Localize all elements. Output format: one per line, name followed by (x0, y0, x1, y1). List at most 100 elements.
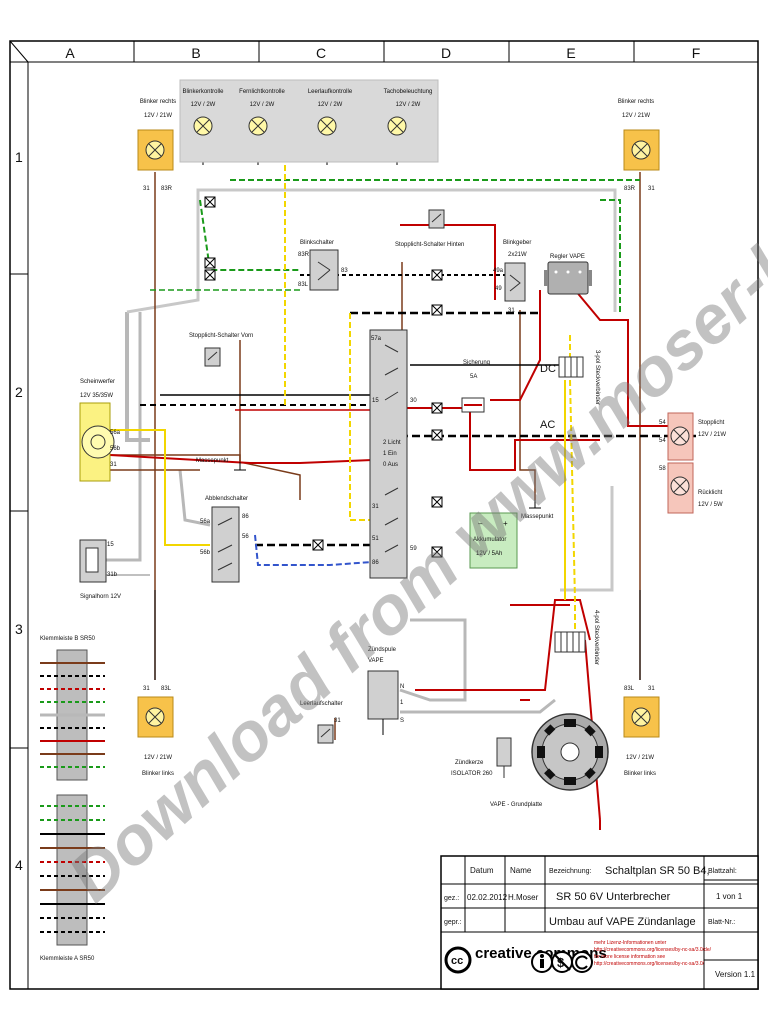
svg-text:54: 54 (659, 420, 666, 426)
klemmleiste-b: Klemmleiste B SR50 (40, 636, 105, 781)
signalhorn: Signalhorn 12V 15 31b (79, 539, 121, 600)
svg-text:Blinker links: Blinker links (142, 771, 174, 777)
svg-text:Leerlaufschalter: Leerlaufschalter (300, 701, 343, 707)
svg-text:DC: DC (540, 363, 556, 375)
blattnr-label: Blatt-Nr.: (708, 919, 735, 926)
gez-name: H.Moser (508, 893, 539, 902)
svg-text:83L: 83L (298, 282, 309, 288)
svg-text:Abblendschalter: Abblendschalter (205, 496, 248, 502)
svg-text:31: 31 (334, 718, 341, 724)
svg-text:31: 31 (110, 462, 117, 468)
massepunkt-right: Massepunkt (521, 500, 554, 520)
row-labels: 1 2 3 4 (15, 149, 23, 873)
svg-text:83: 83 (341, 268, 348, 274)
title-line-1: Schaltplan SR 50 B4, (605, 865, 710, 877)
stopplicht-schalter-vorn: Stopplicht-Schalter Vorn (189, 333, 253, 367)
svg-text:49a: 49a (493, 268, 504, 274)
row-label: 1 (15, 149, 23, 165)
svg-text:12V / 21W: 12V / 21W (144, 113, 172, 119)
column-label: F (692, 45, 701, 61)
svg-text:12V / 2W: 12V / 2W (250, 102, 275, 108)
svg-text:Blinkgeber: Blinkgeber (503, 240, 531, 246)
title-line-3: Umbau auf VAPE Zündanlage (549, 916, 696, 928)
abblendschalter: Abblendschalter 56a 56b 56 86 (200, 496, 249, 583)
svg-text:$: $ (557, 955, 565, 970)
wire-connectors (204, 196, 443, 558)
column-label: D (441, 45, 451, 61)
leerlaufschalter: Leerlaufschalter 31 (300, 701, 343, 744)
svg-text:Rücklicht: Rücklicht (698, 490, 723, 496)
svg-text:58: 58 (659, 466, 666, 472)
svg-text:Blinker links: Blinker links (624, 771, 656, 777)
blinker-rechts-left: Blinker rechts 12V / 21W 31 83R (137, 99, 176, 192)
ruecklicht-lamp: 58 Rücklicht 12V / 5W (659, 462, 723, 514)
svg-text:Stopplicht-Schalter Vorn: Stopplicht-Schalter Vorn (189, 333, 253, 339)
svg-text:1: 1 (400, 700, 404, 706)
stopplicht-schalter-hinten: Stopplicht-Schalter Hinten (395, 209, 464, 248)
cc-nc-icon: $ (551, 951, 573, 973)
svg-text:12V / 21W: 12V / 21W (698, 432, 726, 438)
svg-text:83R: 83R (624, 186, 636, 192)
stopplicht-lamp: 54 54 Stopplicht 12V / 21W (659, 412, 726, 461)
svg-text:http://creativecommons.org/lic: http://creativecommons.org/licenses/by-n… (594, 961, 705, 967)
svg-text:31: 31 (143, 686, 150, 692)
svg-text:31b: 31b (107, 572, 118, 578)
gepr-label: gepr.: (444, 919, 462, 926)
svg-text:12V / 21W: 12V / 21W (622, 113, 650, 119)
panel-lamp-fernlichtkontrolle: Fernlichtkontrolle 12V / 2W (239, 89, 286, 136)
svg-text:Blinker rechts: Blinker rechts (618, 99, 654, 105)
svg-text:Leerlaufkontrolle: Leerlaufkontrolle (308, 89, 353, 95)
svg-text:0 Aus: 0 Aus (383, 462, 398, 468)
blinker-rechts-right: Blinker rechts 12V / 21W 83R 31 (618, 99, 660, 192)
svg-text:56b: 56b (200, 550, 211, 556)
vape-grundplatte: VAPE - Grundplatte (490, 713, 609, 808)
svg-text:Blinker rechts: Blinker rechts (140, 99, 176, 105)
svg-text:12V / 21W: 12V / 21W (626, 755, 654, 761)
column-label: A (65, 45, 75, 61)
svg-text:VAPE: VAPE (368, 658, 384, 664)
svg-text:30: 30 (410, 398, 417, 404)
svg-text:57a: 57a (371, 336, 382, 342)
panel-lamp-blinkerkontrolle: Blinkerkontrolle 12V / 2W (182, 89, 224, 136)
zuendkerze: Zündkerze ISOLATOR 260 (451, 737, 512, 778)
blinkgeber: Blinkgeber 2x21W 49a 49 31 (493, 240, 531, 314)
svg-text:12V / 2W: 12V / 2W (396, 102, 421, 108)
steckverbinder-3pol: DC 3-pol Steckverbinder (540, 350, 600, 405)
svg-text:2 Licht: 2 Licht (383, 440, 401, 446)
svg-text:Stopplicht-Schalter Hinten: Stopplicht-Schalter Hinten (395, 242, 464, 248)
svg-text:56a: 56a (110, 430, 121, 436)
blattzahl-label: Blattzahl: (708, 868, 737, 875)
svg-text:Zündkerze: Zündkerze (455, 760, 484, 766)
svg-text:Stopplicht: Stopplicht (698, 420, 725, 426)
svg-text:Klemmleiste A SR50: Klemmleiste A SR50 (40, 956, 95, 962)
bezeichnung-label: Bezeichnung: (549, 868, 591, 875)
gez-label: gez.: (444, 895, 459, 902)
svg-text:ISOLATOR 260: ISOLATOR 260 (451, 771, 493, 777)
massepunkt-left: Massepunkt (196, 458, 246, 471)
svg-text:86: 86 (242, 514, 249, 520)
ac-label: AC (540, 419, 555, 431)
svg-text:12V / 5W: 12V / 5W (698, 502, 723, 508)
svg-text:3-pol Steckverbinder: 3-pol Steckverbinder (594, 350, 600, 405)
svg-text:12V / 2W: 12V / 2W (191, 102, 216, 108)
svg-text:Sicherung: Sicherung (463, 360, 490, 366)
panel-lamp-tachobeleuchtung: Tachobeleuchtung 12V / 2W (384, 89, 432, 136)
svg-text:Fernlichtkontrolle: Fernlichtkontrolle (239, 89, 285, 95)
svg-text:+: + (503, 519, 508, 528)
svg-text:4-pol Steckverbinder: 4-pol Steckverbinder (593, 610, 599, 665)
svg-text:12V 35/35W: 12V 35/35W (80, 393, 113, 399)
wires (97, 138, 700, 830)
blattzahl-value: 1 von 1 (716, 892, 743, 901)
svg-text:mehr Lizenz-Informationen unte: mehr Lizenz-Informationen unter (594, 940, 667, 946)
scheinwerfer: Scheinwerfer 12V 35/35W 56a 56b 31 (79, 379, 121, 482)
blinkschalter: Blinkschalter 83R 83L 83 (298, 240, 348, 291)
svg-text:2x21W: 2x21W (508, 252, 527, 258)
svg-text:Akkumulator: Akkumulator (473, 537, 506, 543)
svg-text:N: N (400, 684, 404, 690)
blinker-links-left: 31 83L 12V / 21W Blinker links (137, 686, 174, 777)
zuendspule: Zündspule VAPE N 1 S (367, 647, 404, 735)
license-text: mehr Lizenz-Informationen unter http://c… (594, 940, 712, 967)
column-label: E (566, 45, 575, 61)
svg-text:83L: 83L (161, 686, 172, 692)
